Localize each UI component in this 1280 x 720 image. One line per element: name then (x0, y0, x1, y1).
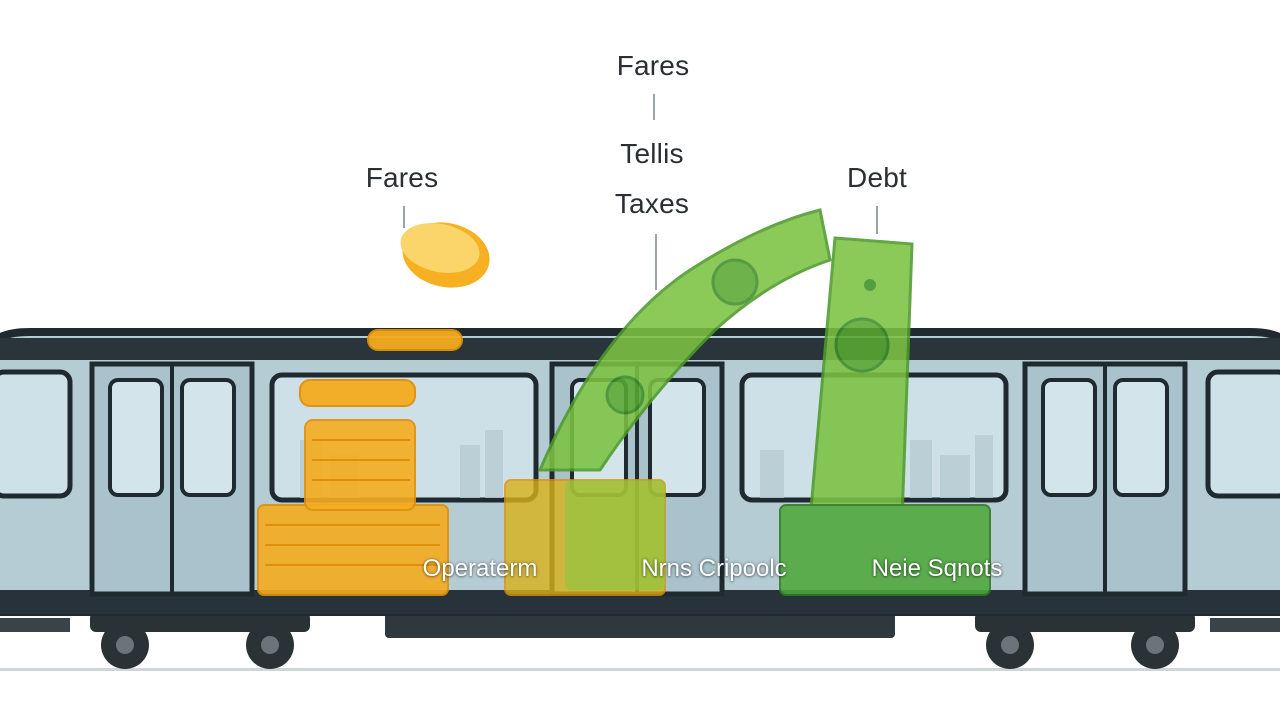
label-taxes: Taxes (614, 188, 690, 219)
end-window-right (1205, 369, 1280, 499)
label-tells: Tellis (620, 138, 684, 169)
undercarriage (0, 612, 1280, 669)
door-right (1022, 361, 1188, 597)
leader-line (876, 206, 878, 234)
flying-coin (400, 222, 490, 288)
label-fares-left: Fares (365, 162, 439, 193)
label-fares-top: Fares (616, 50, 690, 81)
leader-line (653, 94, 655, 120)
door-left (89, 361, 255, 597)
leader-line (655, 234, 657, 290)
label-new-systems: Neie Sqnots (871, 555, 1003, 582)
end-window-left (0, 369, 73, 499)
rail-line (0, 668, 1280, 671)
label-new-capital: Nrns Cripoolc (641, 555, 787, 582)
label-debt: Debt (847, 162, 907, 193)
leader-line (403, 206, 405, 228)
label-operations: Operaterm (422, 555, 538, 582)
money-bills (537, 208, 991, 596)
